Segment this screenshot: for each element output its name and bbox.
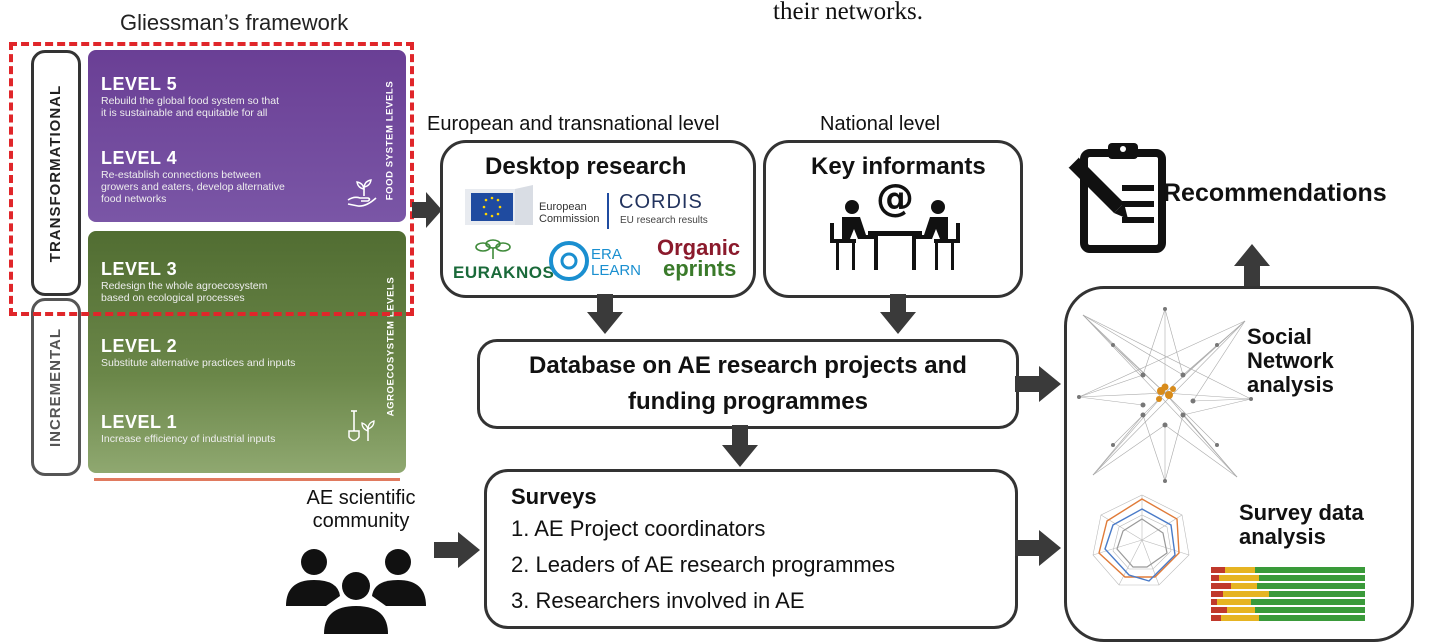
surveys-box: Surveys 1. AE Project coordinators 2. Le… [484, 469, 1018, 629]
bottom-accent-line [94, 478, 400, 481]
svg-text:@: @ [876, 177, 914, 220]
level-5-title: LEVEL 5 [101, 74, 178, 94]
arrow-down-icon [880, 294, 916, 334]
desktop-research-box: Desktop research European Commission COR… [440, 140, 756, 298]
organic-logo: Organic [657, 235, 741, 260]
transformational-highlight [9, 42, 414, 316]
shovel-plant-icon [348, 410, 375, 442]
european-level-label: European and transnational level [427, 113, 720, 135]
level-2-title: LEVEL 2 [101, 336, 178, 356]
euraknos-leaf-icon [475, 239, 511, 259]
people-group-icon [286, 549, 426, 634]
survey-analysis-label: Survey data analysis [1239, 500, 1364, 549]
meeting-at-icon: @ [830, 177, 960, 270]
hand-plant-icon [347, 179, 377, 207]
sna-label: Social Network analysis [1247, 324, 1334, 397]
database-line-1: Database on AE research projects and [529, 352, 967, 379]
euraknos-logo: EURAKNOS [453, 263, 555, 282]
transformational-label: TRANSFORMATIONAL [31, 50, 81, 296]
community-label: AE scientific community [306, 487, 416, 532]
gliessman-title: Gliessman’s framework [120, 10, 349, 35]
era-learn-logo: ERA LEARN [591, 246, 642, 279]
eprints-logo: eprints [663, 256, 737, 281]
cordis-subtitle: EU research results [620, 215, 708, 226]
era-learn-swirl-icon [549, 241, 589, 281]
eu-flag-icon [465, 185, 533, 225]
arrow-right-icon [1015, 366, 1061, 402]
level-4-desc-2: growers and eaters, develop alternative [101, 181, 285, 193]
arrow-down-icon [587, 294, 623, 334]
bar-chart-icon [1211, 567, 1365, 621]
level-5-desc-2: it is sustainable and equitable for all [101, 107, 268, 119]
arrow-right-icon [1015, 530, 1061, 566]
analysis-box: Social Network analysis Survey data anal… [1064, 286, 1414, 642]
arrow-up-icon [1234, 244, 1270, 286]
level-4-title: LEVEL 4 [101, 148, 178, 168]
incremental-label: INCREMENTAL [31, 298, 81, 476]
database-box: Database on AE research projects and fun… [477, 339, 1019, 429]
desktop-research-title: Desktop research [485, 153, 687, 180]
arrow-right-icon [412, 192, 442, 228]
surveys-title: Surveys [511, 484, 597, 509]
level-3-title: LEVEL 3 [101, 259, 178, 279]
survey-item-1: 1. AE Project coordinators [511, 516, 766, 541]
level-1-desc-1: Increase efficiency of industrial inputs [101, 433, 276, 445]
database-line-2: funding programmes [627, 388, 868, 415]
arrow-right-icon [434, 532, 480, 568]
key-informants-title: Key informants [811, 153, 986, 180]
logo-divider [607, 193, 609, 229]
national-level-label: National level [820, 113, 941, 135]
recommendations-label: Recommendations [1163, 179, 1387, 207]
radar-chart-icon [1092, 494, 1190, 586]
food-system-block: LEVEL 5 Rebuild the global food system s… [88, 50, 406, 222]
survey-item-2: 2. Leaders of AE research programmes [511, 552, 895, 577]
cordis-logo: CORDIS [619, 191, 703, 213]
level-1-title: LEVEL 1 [101, 412, 178, 432]
level-3-desc-2: based on ecological processes [101, 292, 245, 304]
ec-text: European Commission [539, 201, 600, 225]
level-3-desc-1: Redesign the whole agroecosystem [101, 280, 268, 292]
arrow-down-icon [722, 425, 758, 467]
clipboard-pencil-icon [1067, 143, 1166, 253]
survey-item-3: 3. Researchers involved in AE [511, 588, 805, 613]
level-4-desc-1: Re-establish connections between [101, 169, 261, 181]
level-5-desc-1: Rebuild the global food system so that [101, 95, 280, 107]
key-informants-box: Key informants @ [763, 140, 1023, 298]
top-caption: their networks. [773, 0, 923, 25]
agroecosystem-block: LEVEL 3 Redesign the whole agroecosystem… [88, 231, 406, 473]
level-2-desc-1: Substitute alternative practices and inp… [101, 357, 296, 369]
level-4-desc-3: food networks [101, 193, 167, 205]
network-graph-icon [1077, 307, 1253, 483]
